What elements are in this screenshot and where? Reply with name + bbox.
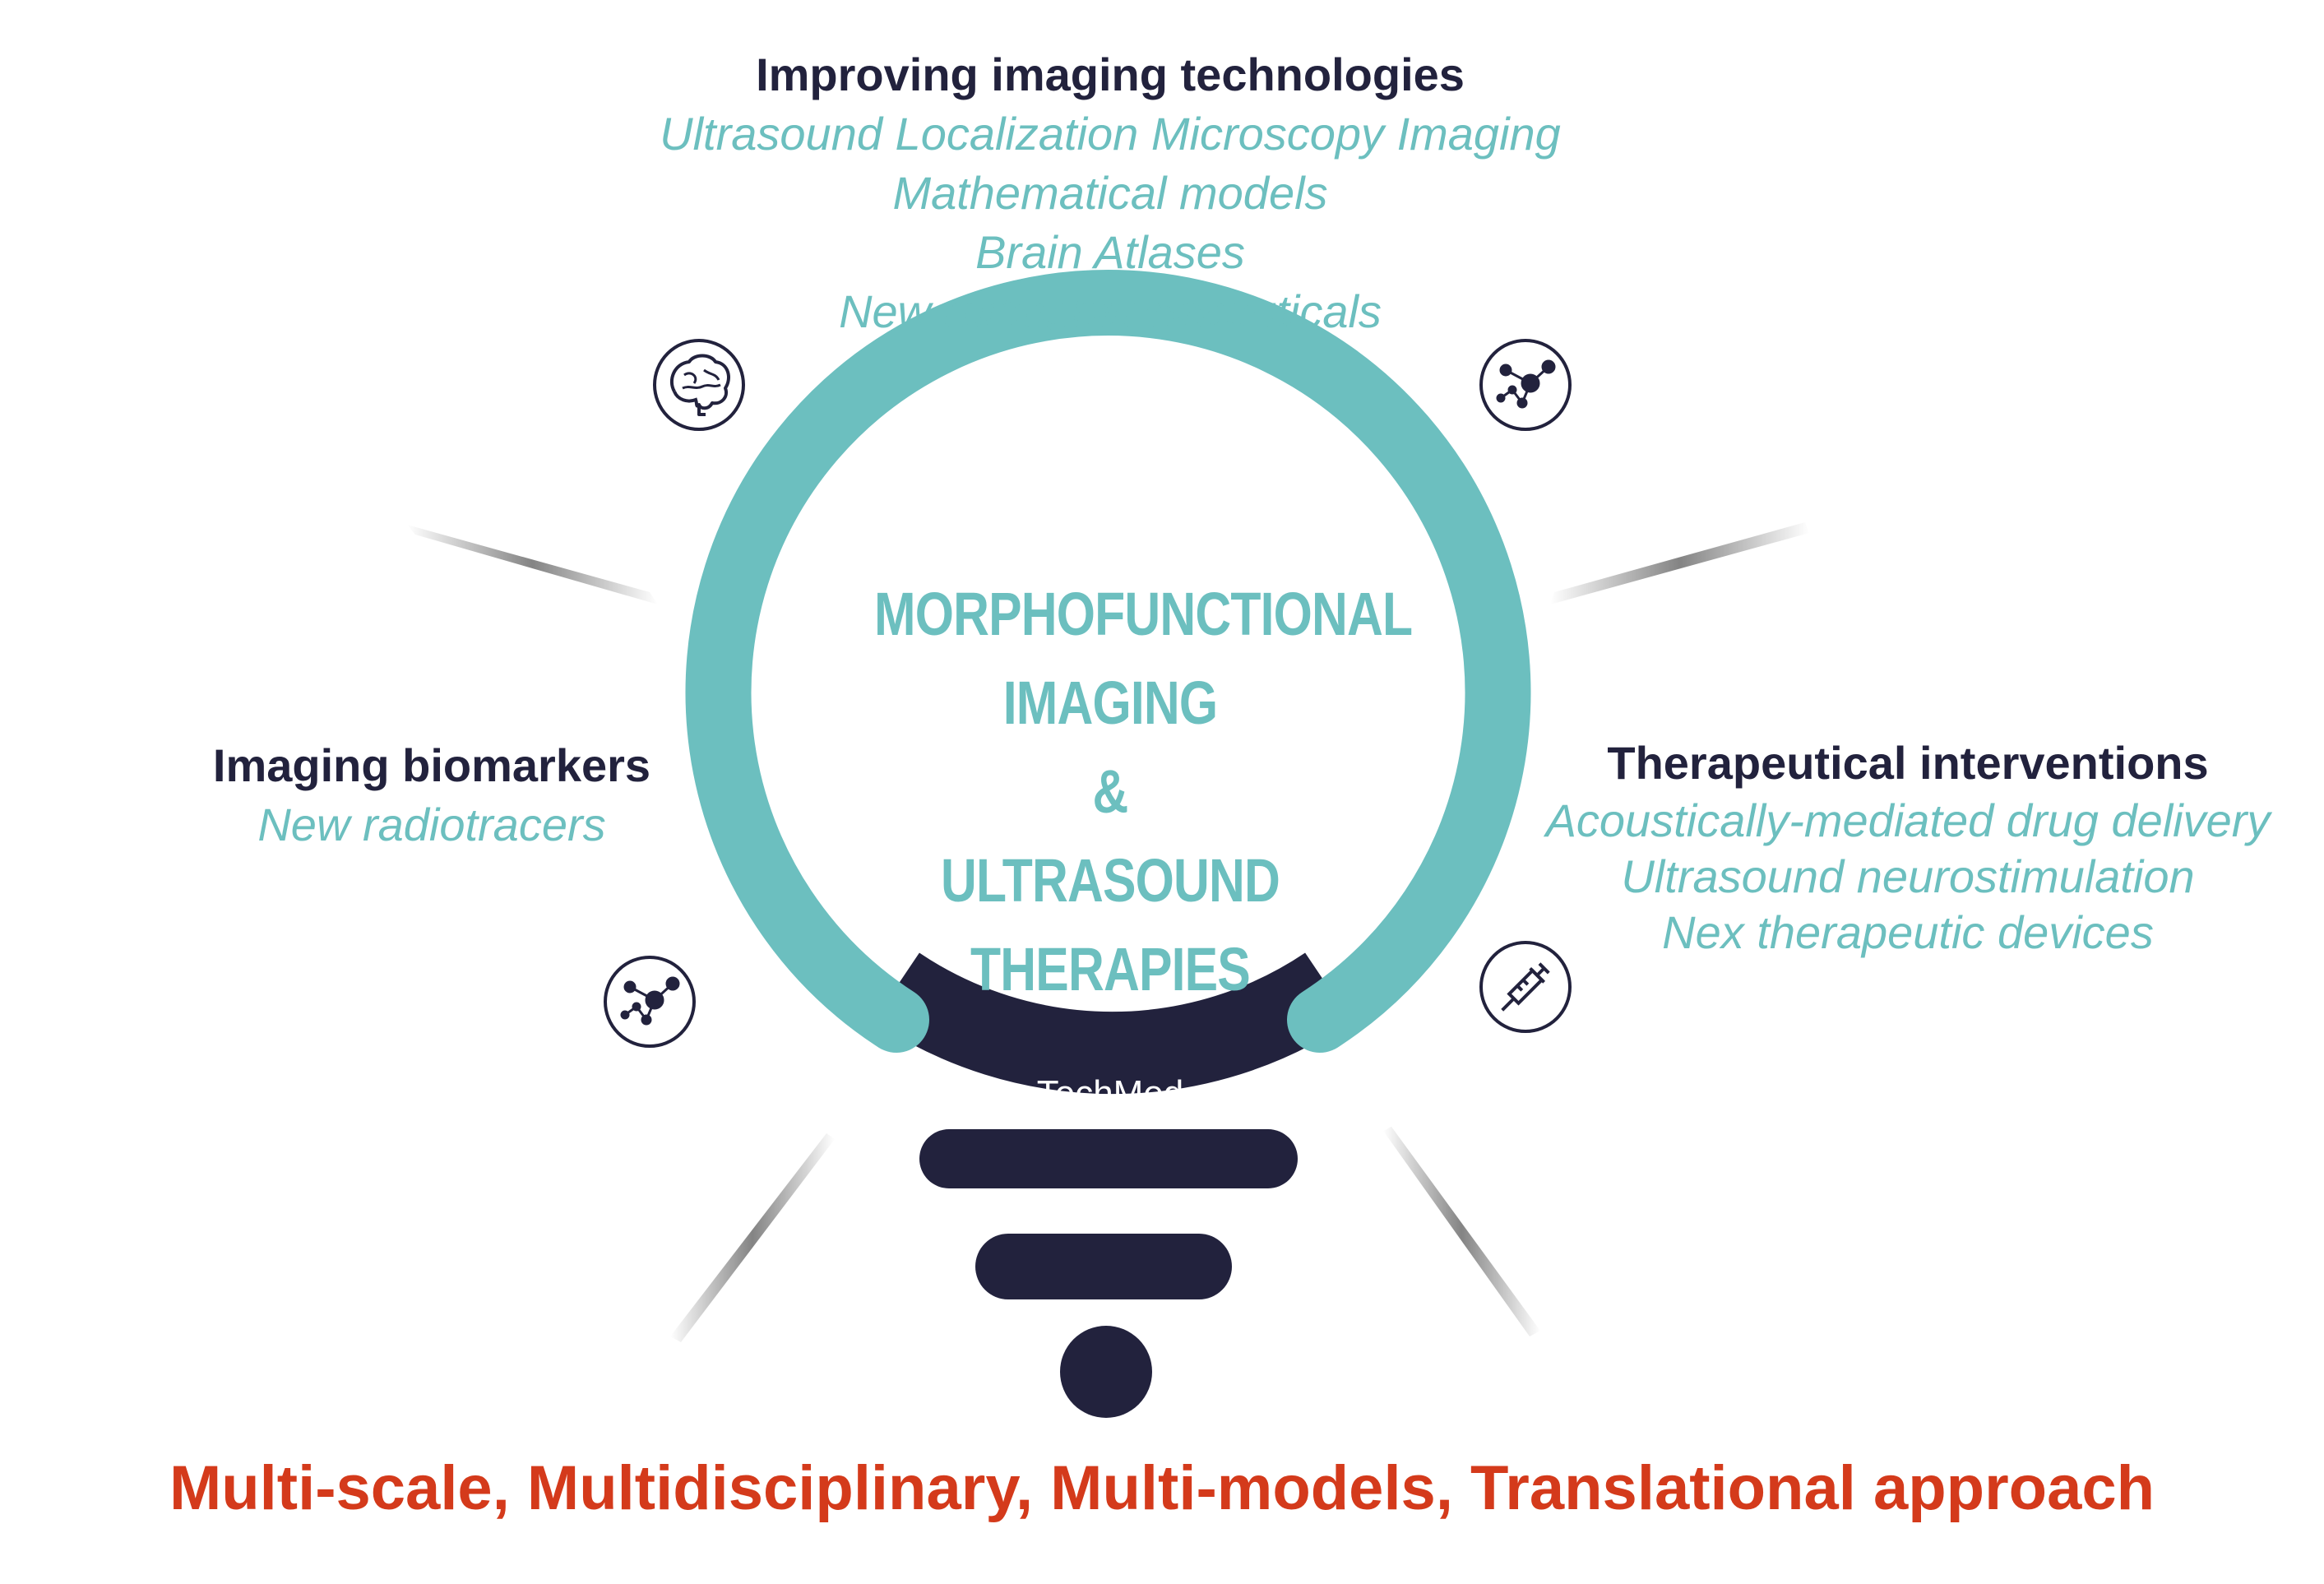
bulb-ring [685,270,1531,1053]
right-item: Ultrasound neurostimulation [1621,850,2195,902]
light-ray-upper-left [407,525,658,604]
right-item: Acoustically-mediated drug delivery [1545,794,2271,846]
top-section: Improving imaging technologies Ultrasoun… [493,45,1727,341]
light-ray-lower-left [670,1133,835,1342]
left-item: New radiotracers [257,799,606,850]
top-item: Ultrasound Localization Microscopy Imagi… [660,108,1561,160]
top-item: New radiopharmaceuticals [839,285,1382,337]
center-title-line: & [1092,757,1128,826]
right-section: Therapeutical interventions Acoustically… [1530,734,2286,961]
left-heading: Imaging biomarkers [212,739,651,791]
top-heading: Improving imaging technologies [756,49,1465,100]
techmed-label: TechMed [1036,1073,1184,1114]
tagline: Multi-scale, Multidisciplinary, Multi-mo… [169,1453,2155,1523]
center-title-line: MORPHOFUNCTIONAL [874,580,1413,648]
center-title-line: IMAGING [1002,669,1218,737]
bulb-base-arc [873,952,1351,1095]
top-item: Mathematical models [892,167,1328,219]
bulb-base-bar-1 [919,1129,1298,1188]
right-heading: Therapeutical interventions [1607,737,2209,789]
light-ray-lower-right [1383,1127,1540,1336]
bulb-base-bar-2 [975,1234,1232,1299]
syringe-icon [1479,941,1572,1033]
top-item: Brain Atlases [975,226,1245,278]
light-ray-upper-right [1550,522,1809,604]
center-title-line: ULTRASOUND [940,846,1280,915]
molecule-network-icon [1479,339,1572,431]
right-item: Nex therapeutic devices [1662,906,2154,958]
molecule-network-icon [604,956,696,1048]
bulb-base-tip [1060,1326,1152,1418]
left-section: Imaging biomarkers New radiotracers [107,736,757,855]
center-title: MORPHOFUNCTIONAL IMAGING & ULTRASOUND TH… [822,570,1413,1014]
center-title-line: THERAPIES [970,935,1251,1003]
brain-icon [653,339,745,431]
